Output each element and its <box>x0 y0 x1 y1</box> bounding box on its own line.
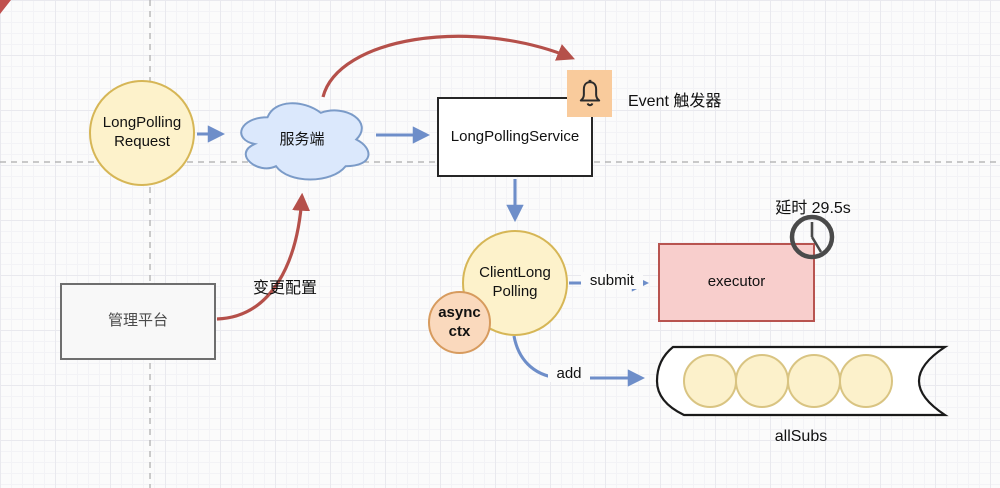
bell-icon <box>579 79 600 106</box>
edge-change-config <box>216 192 311 321</box>
queue-item-circle <box>839 354 893 408</box>
node-async-ctx: async ctx <box>428 291 491 354</box>
node-async-ctx-label: async ctx <box>438 303 481 340</box>
queue-item-circle <box>787 354 841 408</box>
node-clientlongpolling-label: ClientLong Polling <box>479 264 551 300</box>
allsubs-queue-shape <box>655 345 949 417</box>
node-server-cloud-label: 服务端 <box>279 131 325 148</box>
edge-add-label: add <box>548 365 590 382</box>
allsubs-label: allSubs <box>774 428 828 445</box>
event-trigger-label: Event 触发器 <box>628 93 722 110</box>
node-admin-platform: 管理平台 <box>60 283 216 360</box>
queue-item-circle <box>683 354 737 408</box>
page-corner-marker <box>0 0 11 14</box>
node-longpolling-request: LongPolling Request <box>89 80 195 186</box>
node-executor-label: executor <box>707 273 766 291</box>
edge-server-to-event-trigger <box>321 34 575 98</box>
delay-note-label: 延时 29.5s <box>775 200 851 217</box>
event-trigger-node <box>567 70 612 117</box>
edge-submit-label: submit <box>581 272 643 289</box>
node-longpollingservice-label: LongPollingService <box>450 127 580 145</box>
node-admin-platform-label: 管理平台 <box>107 312 168 330</box>
clock-icon <box>789 214 835 260</box>
node-longpollingservice: LongPollingService <box>437 97 593 177</box>
edge-change-config-label: 变更配置 <box>252 280 317 297</box>
queue-item-circle <box>735 354 789 408</box>
node-longpolling-request-label: LongPolling Request <box>102 114 182 150</box>
node-executor: executor <box>658 243 815 322</box>
